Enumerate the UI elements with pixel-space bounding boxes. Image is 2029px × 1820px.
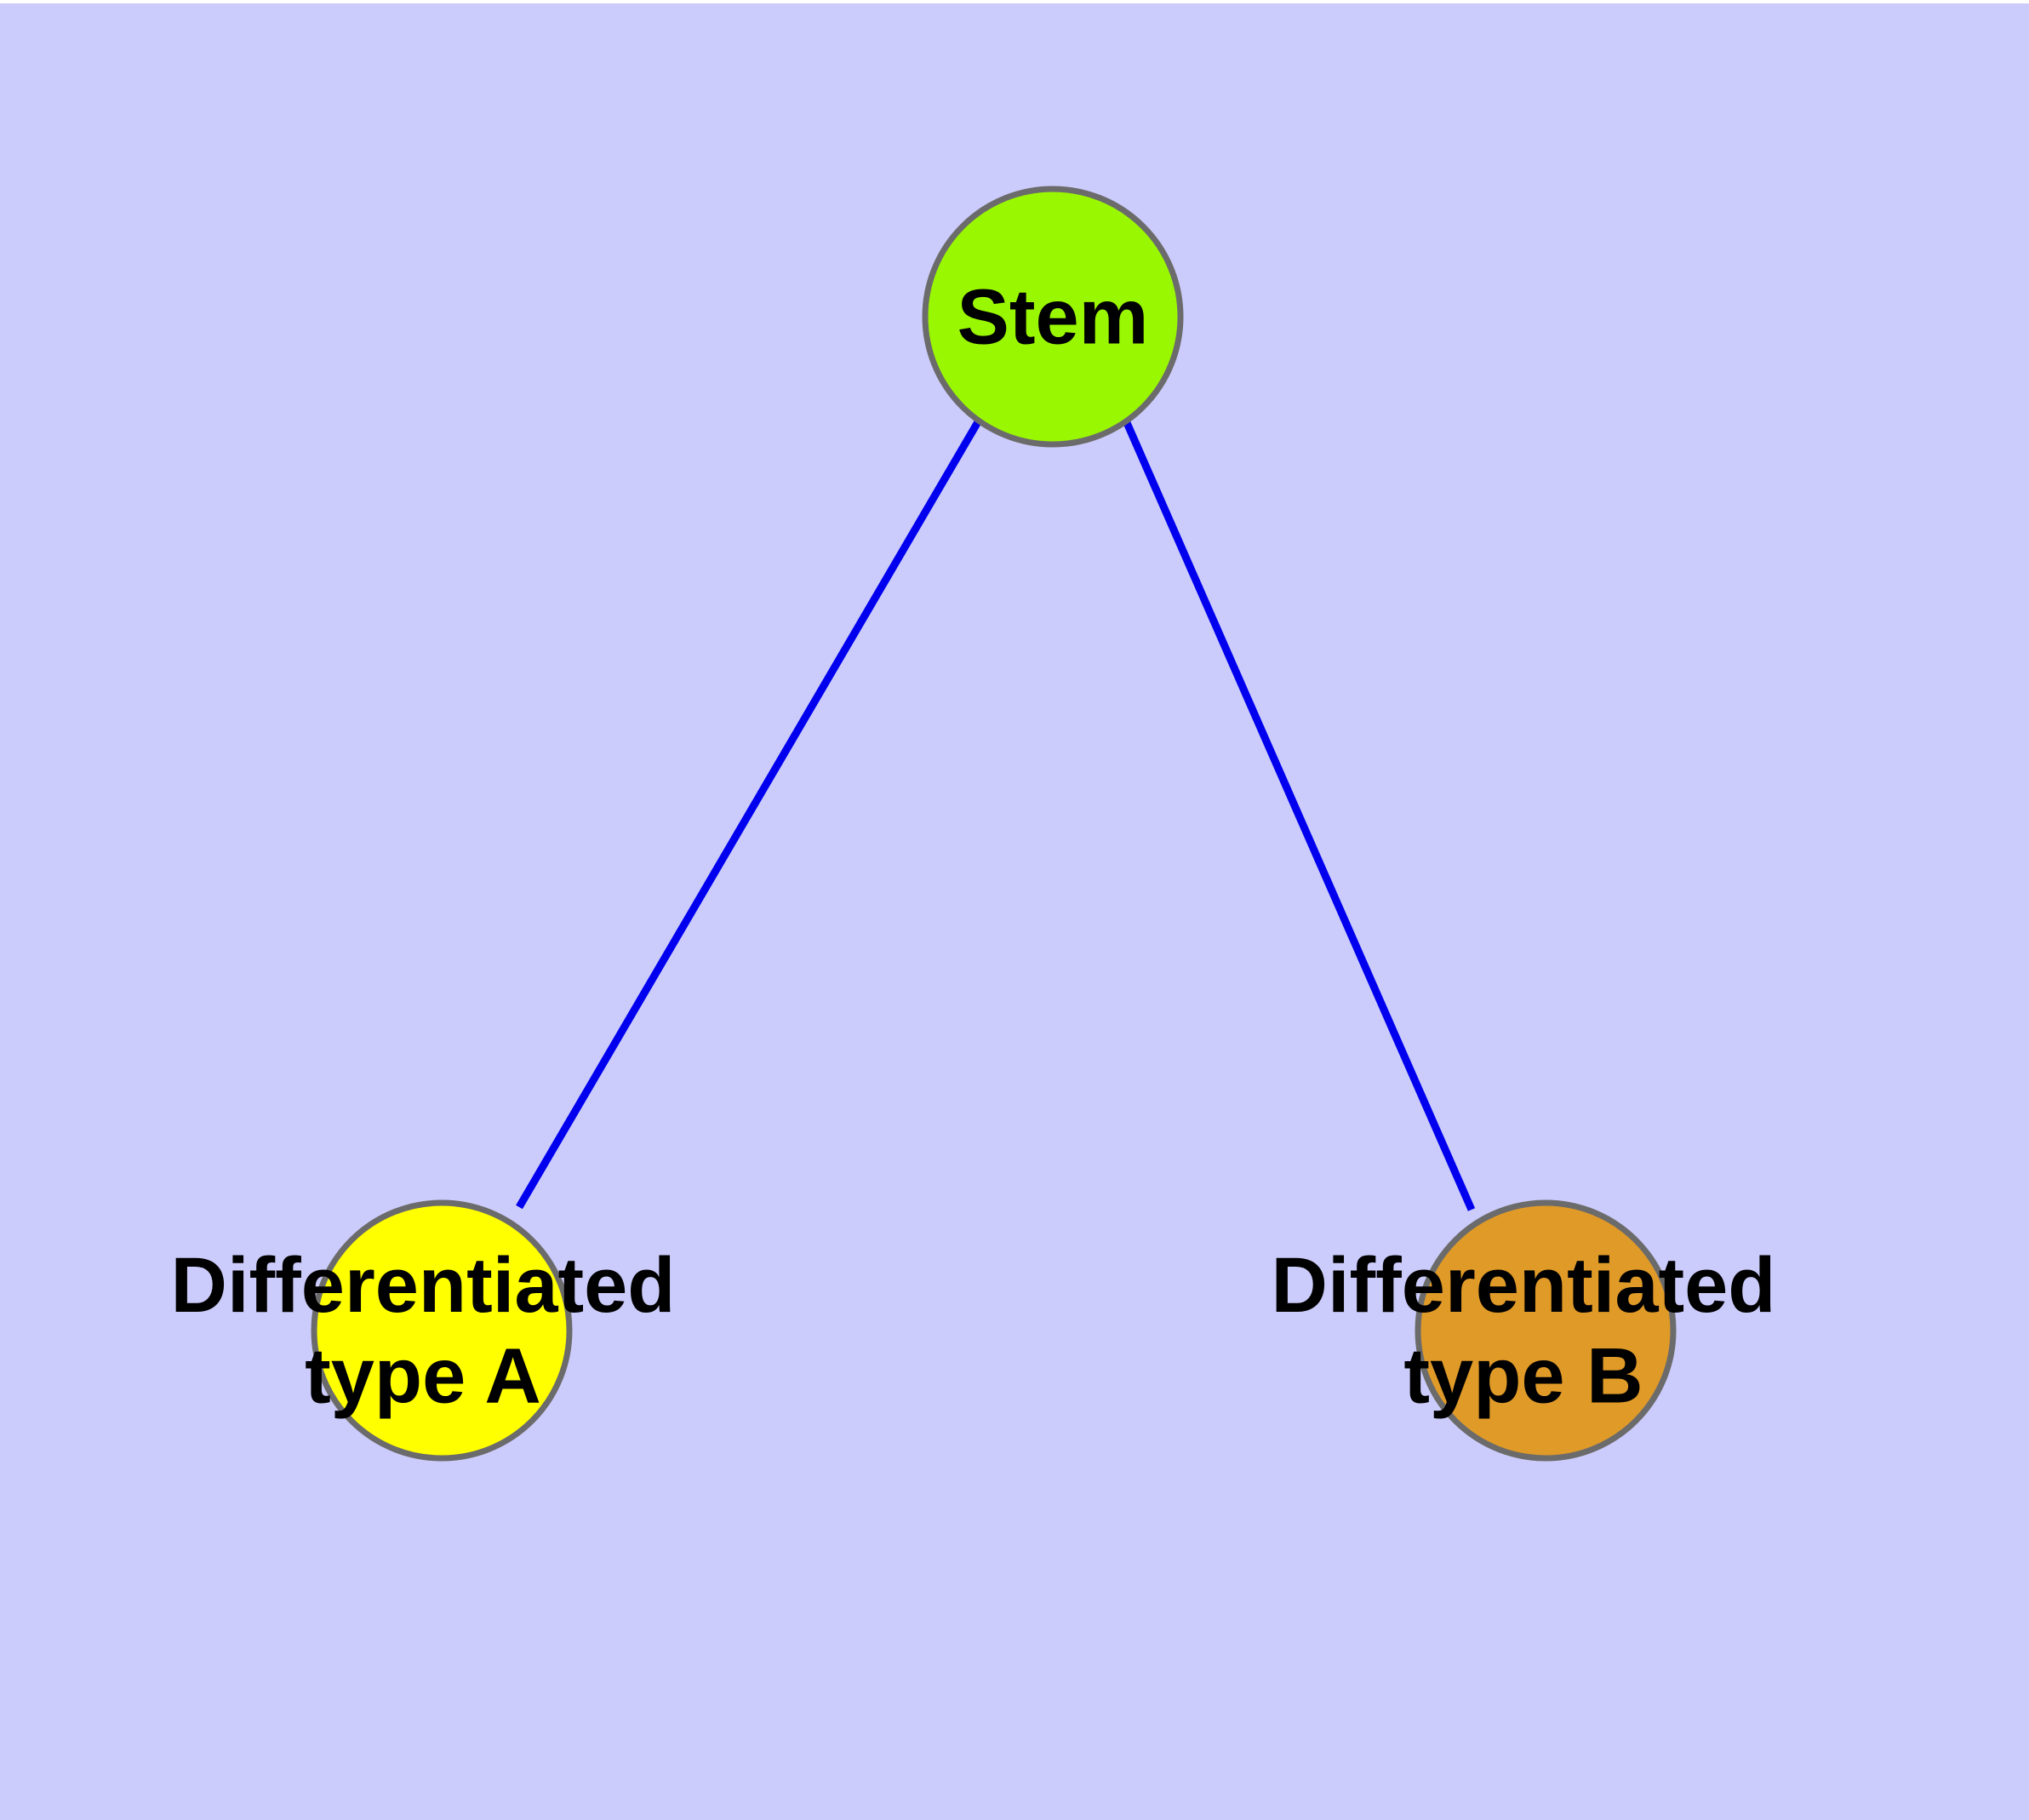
edge-layer [516, 417, 1476, 1211]
node-label-line: type A [305, 1333, 541, 1420]
node-stem-label: Stem [957, 273, 1149, 360]
node-label-line: Differentiated [1272, 1242, 1776, 1329]
node-differentiated-type-b-circle[interactable] [1415, 1199, 1677, 1462]
node-label-line: Differentiated [171, 1242, 676, 1329]
node-layer [311, 186, 1677, 1462]
node-stem-circle[interactable] [922, 186, 1184, 448]
node-label-line: Stem [957, 273, 1149, 360]
node-differentiated-type-a-circle[interactable] [311, 1199, 573, 1462]
edge-stem-to-differentiated-type-a[interactable] [516, 418, 982, 1210]
edge-stem-to-differentiated-type-b[interactable] [1121, 417, 1476, 1211]
node-label-line: type B [1403, 1333, 1643, 1420]
